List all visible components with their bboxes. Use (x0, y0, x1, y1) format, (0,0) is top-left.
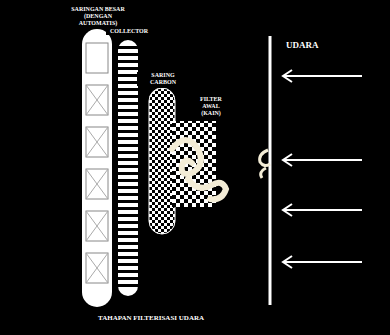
filter-stage: COLLECTOR (110, 28, 146, 298)
stage-label: SARINGAN BESAR (DENGAN AUTOMATIS) (68, 6, 128, 27)
filter-stage: FILTER AWAL (KAIN) (168, 96, 230, 206)
air-swirl (260, 150, 270, 178)
air-label: UDARA (284, 40, 321, 50)
air-arrows (283, 70, 362, 268)
filter-shape (168, 119, 230, 213)
filter-shape (68, 29, 126, 309)
filter-stage: SARINGAN BESAR (DENGAN AUTOMATIS) (68, 6, 126, 304)
screen-line (269, 36, 272, 305)
stage-label: COLLECTOR (106, 28, 152, 35)
stage-label: SARING CARBON (137, 72, 189, 86)
stage-label: FILTER AWAL (KAIN) (192, 96, 230, 117)
caption: TAHAPAN FILTERISASI UDARA (96, 314, 206, 322)
